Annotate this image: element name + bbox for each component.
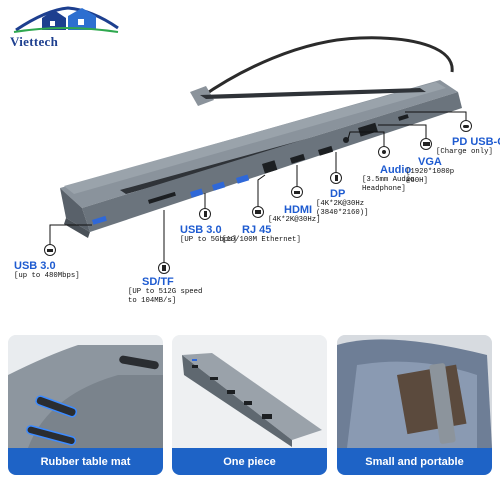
- label-rj45: RJ 45 [10/100M Ethernet]: [222, 224, 301, 244]
- usb-c-icon: [460, 120, 472, 132]
- panel-portable: Small and portable: [337, 335, 492, 475]
- label-dp: DP [4K*2K@30Hz (3840*2160)]: [316, 188, 369, 217]
- hdmi-port: [290, 153, 306, 164]
- hdmi-icon: [291, 186, 303, 198]
- bag-image: [337, 335, 492, 448]
- rubber-mat-image: [8, 335, 163, 448]
- dp-port: [318, 145, 334, 156]
- label-sdtf: SD/TF [UP to 512G speed to 104MB/s]: [128, 276, 203, 305]
- usbc-port: [398, 114, 409, 121]
- usb-icon: [199, 208, 211, 220]
- audio-jack: [343, 137, 349, 143]
- panel-caption: Small and portable: [337, 448, 492, 475]
- label-audio: Audio [3.5mm Audio Headphone]: [362, 164, 415, 193]
- label-vga: VGA [1920*1080p @60H]: [406, 156, 455, 185]
- panel-rubber-mat: Rubber table mat: [8, 335, 163, 475]
- sd-slot: [148, 191, 176, 204]
- brand-logo: Viettech: [6, 4, 124, 50]
- label-pd-usbc: PD USB-C [Charge only]: [436, 136, 500, 156]
- label-hdmi: HDMI [4K*2K@30Hz]: [268, 204, 321, 224]
- sd-card-icon: [158, 262, 170, 274]
- label-usb30-mid: USB 3.0 [UP to 5Gbps]: [180, 224, 237, 244]
- panel-caption: Rubber table mat: [8, 448, 163, 475]
- rj45-port: [262, 160, 278, 174]
- usb-port-left: [92, 215, 107, 225]
- panel-caption: One piece: [172, 448, 327, 475]
- label-usb30-left: USB 3.0 [up to 480Mbps]: [14, 260, 80, 280]
- docking-station-illustration: [49, 36, 467, 268]
- displayport-icon: [330, 172, 342, 184]
- panel-one-piece: One piece: [172, 335, 327, 475]
- house-logo-icon: [13, 6, 119, 33]
- usb-icon: [44, 244, 56, 256]
- brand-name: Viettech: [10, 34, 59, 49]
- headphone-icon: [378, 146, 390, 158]
- vga-port: [357, 122, 378, 137]
- vga-icon: [420, 138, 432, 150]
- ethernet-icon: [252, 206, 264, 218]
- one-piece-image: [172, 335, 327, 448]
